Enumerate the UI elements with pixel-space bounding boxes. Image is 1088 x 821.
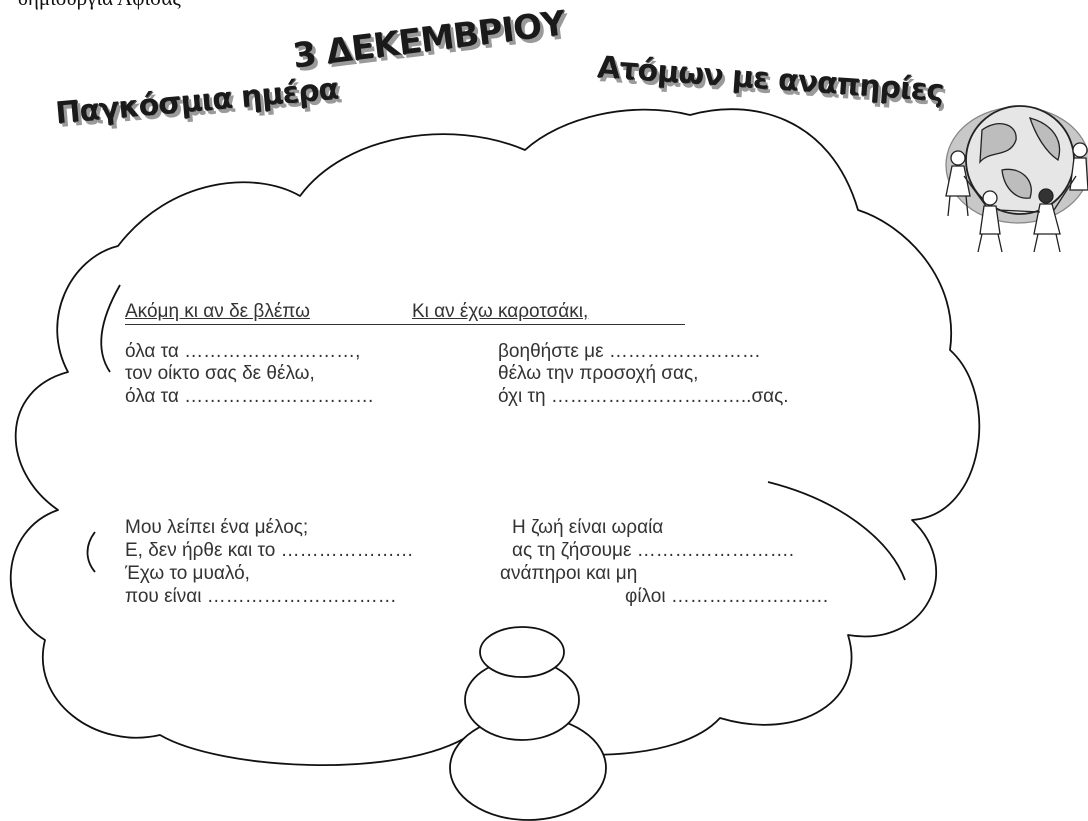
stanza1-heading-left: Ακόμη κι αν δε βλέπω bbox=[125, 301, 310, 322]
globe-people-icon bbox=[945, 105, 1088, 253]
thought-bubble-small bbox=[479, 626, 565, 678]
cloud-outline bbox=[9, 108, 981, 767]
stanza1-left-line-3: όλα τα ………………………… bbox=[125, 386, 375, 407]
stanza1-heading-right: Κι αν έχω καροτσάκι, bbox=[412, 301, 589, 322]
stanza1-left-line-2: τον οίκτο σας δε θέλω, bbox=[125, 363, 315, 384]
stanza2-left-line-2: Ε, δεν ήρθε και το ………………… bbox=[125, 540, 414, 561]
stanza2-left-line-3: Έχω το μυαλό, bbox=[125, 563, 250, 584]
stanza1-right-line-2: θέλω την προσοχή σας, bbox=[498, 363, 699, 384]
stanza2-right-line-2: ας τη ζήσουμε ……………………. bbox=[512, 540, 795, 561]
top-caption: δημιουργία Αφίσας bbox=[18, 0, 181, 11]
stanza2-left-line-1: Μου λείπει ένα μέλος; bbox=[125, 517, 309, 538]
stanza1-right-line-1: βοηθήστε με …………………… bbox=[498, 341, 761, 362]
stanza1-left-line-1: όλα τα ………………………, bbox=[125, 341, 361, 362]
stanza1-underline bbox=[125, 324, 685, 325]
stanza2-right-line-1: Η ζωή είναι ωραία bbox=[512, 517, 664, 538]
cloud-hump-2 bbox=[767, 481, 906, 581]
stanza2-left-line-4: που είναι ………………………… bbox=[125, 586, 397, 607]
cloud-hump-1 bbox=[100, 284, 121, 373]
stanza1-right-line-3: όχι τη …………………………..σας. bbox=[498, 386, 789, 407]
cloud-hump-3 bbox=[86, 531, 96, 573]
stanza2-right-line-4: φίλοι ……………………. bbox=[625, 586, 829, 607]
stanza2-right-line-3: ανάπηροι και μη bbox=[500, 563, 638, 584]
